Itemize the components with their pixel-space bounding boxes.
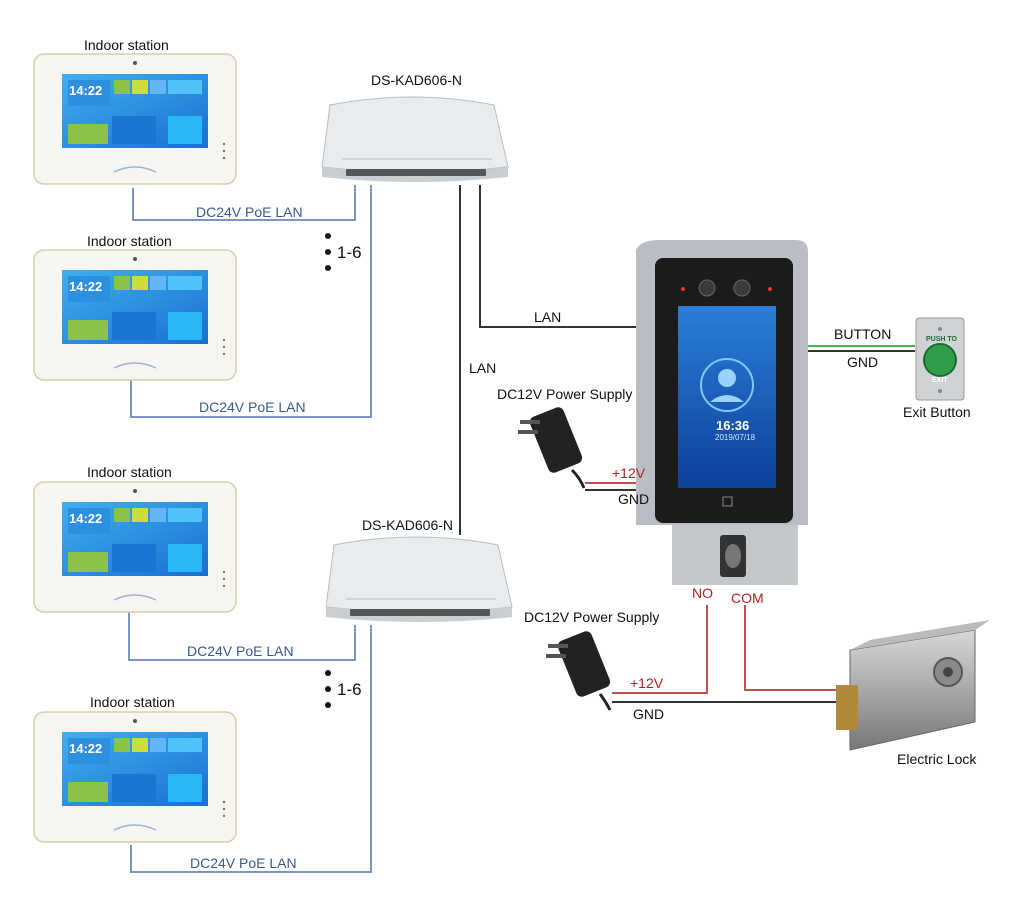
lan-label-top: LAN (534, 309, 562, 325)
lock-wires (612, 605, 848, 703)
face-terminal (636, 240, 808, 585)
lock-com-label: COM (731, 590, 764, 606)
indoor-station-4-time: 14:22 (69, 741, 103, 756)
indoor-station-3-label: Indoor station (87, 464, 172, 480)
indoor-station-2 (33, 249, 237, 381)
poe-label-1: DC24V PoE LAN (196, 204, 303, 220)
indoor-station-1 (33, 53, 237, 185)
psu-2-gnd: GND (633, 706, 665, 722)
button-wire-label: BUTTON (834, 326, 892, 342)
terminal-date: 2019/07/18 (715, 433, 756, 442)
switch-2-label: DS-KAD606-N (362, 517, 454, 533)
exit-button-wires (808, 345, 915, 352)
push-to-text: PUSH TO (926, 336, 957, 343)
exit-button-label: Exit Button (903, 404, 971, 420)
lan-wires (459, 185, 655, 535)
switch-1 (321, 96, 509, 183)
electric-lock (836, 620, 990, 751)
indoor-station-4-label: Indoor station (90, 694, 175, 710)
lock-no-label: NO (692, 585, 713, 601)
port-range-dots-2 (325, 670, 331, 708)
indoor-station-3-time: 14:22 (69, 511, 103, 526)
switch-2 (325, 536, 513, 623)
psu-2-label: DC12V Power Supply (524, 609, 660, 625)
switch-1-port-range: 1-6 (337, 243, 362, 262)
terminal-time: 16:36 (716, 418, 750, 433)
poe-label-2: DC24V PoE LAN (199, 399, 306, 415)
indoor-station-2-time: 14:22 (69, 279, 103, 294)
psu-1-gnd: GND (618, 491, 650, 507)
exit-gnd-wire-label: GND (847, 354, 879, 370)
power-supply-1 (518, 407, 586, 489)
switch-2-port-range: 1-6 (337, 680, 362, 699)
port-range-dots-1 (325, 233, 331, 271)
poe-label-4: DC24V PoE LAN (190, 855, 297, 871)
lan-label-vertical: LAN (469, 360, 497, 376)
indoor-station-3 (33, 481, 237, 613)
psu-1-label: DC12V Power Supply (497, 386, 633, 402)
electric-lock-label: Electric Lock (897, 751, 977, 767)
exit-button (915, 317, 965, 401)
switch-1-label: DS-KAD606-N (371, 72, 463, 88)
psu-2-plus: +12V (630, 675, 664, 691)
indoor-station-1-label: Indoor station (84, 37, 169, 53)
indoor-station-1-time: 14:22 (69, 83, 103, 98)
exit-text: EXIT (932, 377, 948, 384)
psu-1-plus: +12V (612, 465, 646, 481)
indoor-station-4 (33, 711, 237, 843)
indoor-station-2-label: Indoor station (87, 233, 172, 249)
poe-wires (128, 185, 372, 873)
power-supply-2 (546, 631, 612, 711)
poe-label-3: DC24V PoE LAN (187, 643, 294, 659)
